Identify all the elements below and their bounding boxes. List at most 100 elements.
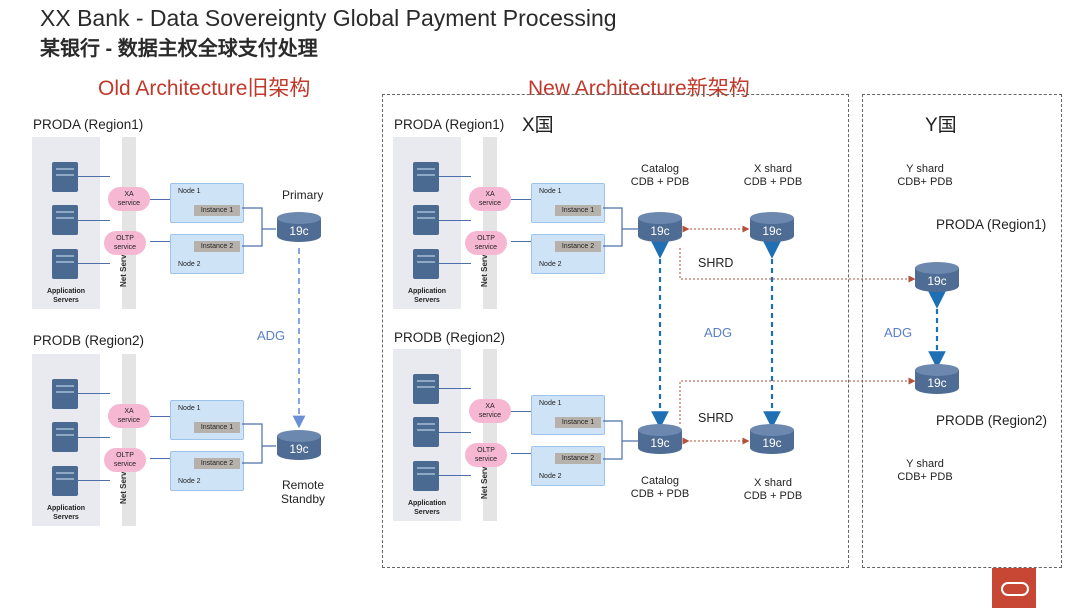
server-icon bbox=[52, 249, 78, 279]
app-servers-label: Application Servers bbox=[407, 288, 447, 304]
connector bbox=[78, 437, 110, 438]
oltp-service-cloud: OLTP service bbox=[465, 443, 507, 467]
xa-service-cloud: XA service bbox=[469, 399, 511, 423]
xa-service-cloud: XA service bbox=[108, 404, 150, 428]
old-primary-db: 19c bbox=[277, 212, 321, 246]
node-1 bbox=[531, 395, 605, 435]
old-prodb-label: PRODB (Region2) bbox=[33, 333, 145, 348]
node-1 bbox=[170, 183, 244, 223]
net-service-column bbox=[483, 137, 497, 309]
server-icon bbox=[413, 162, 439, 192]
connector bbox=[511, 241, 531, 242]
new-proda-label: PRODA (Region1) bbox=[394, 117, 505, 132]
country-y-box bbox=[862, 94, 1062, 568]
server-icon bbox=[52, 466, 78, 496]
app-servers-label: Application Servers bbox=[46, 288, 86, 304]
old-architecture-title: Old Architecture旧架构 bbox=[98, 77, 311, 100]
y-shard-label-bottom: Y shard CDB+ PDB bbox=[897, 458, 953, 483]
x-shard-db-proda: 19c bbox=[750, 212, 794, 246]
node-2-label: Node 2 bbox=[539, 473, 562, 480]
server-icon bbox=[52, 422, 78, 452]
old-standby-db: 19c bbox=[277, 430, 321, 464]
node-1-label: Node 1 bbox=[539, 400, 562, 407]
instance-1: Instance 1 bbox=[194, 205, 240, 216]
node-2-label: Node 2 bbox=[178, 261, 201, 268]
connector bbox=[78, 393, 110, 394]
server-icon bbox=[52, 162, 78, 192]
shrd-label-top: SHRD bbox=[698, 256, 734, 270]
x-shard-label-bottom: X shard CDB + PDB bbox=[743, 477, 803, 502]
node-1-label: Node 1 bbox=[178, 405, 201, 412]
connector bbox=[150, 241, 170, 242]
net-service-column bbox=[483, 349, 497, 521]
country-y-label: Y国 bbox=[925, 115, 957, 136]
connector bbox=[439, 263, 471, 264]
connector bbox=[150, 416, 170, 417]
connector bbox=[439, 475, 471, 476]
node-1-label: Node 1 bbox=[178, 188, 201, 195]
oracle-logo bbox=[992, 568, 1036, 608]
app-servers-label: Application Servers bbox=[46, 505, 86, 521]
country-x-box bbox=[382, 94, 849, 568]
new-prodb-label: PRODB (Region2) bbox=[394, 330, 506, 345]
shrd-label-bottom: SHRD bbox=[698, 411, 734, 425]
server-icon bbox=[52, 205, 78, 235]
oltp-service-cloud: OLTP service bbox=[104, 231, 146, 255]
x-shard-db-prodb: 19c bbox=[750, 424, 794, 458]
node-1 bbox=[170, 400, 244, 440]
old-proda-label: PRODA (Region1) bbox=[33, 117, 144, 132]
remote-standby-label: Remote Standby bbox=[280, 478, 326, 506]
instance-2: Instance 2 bbox=[555, 241, 601, 252]
instance-2: Instance 2 bbox=[194, 241, 240, 252]
cluster-panel-new-prodb: Application Servers Net Service XA servi… bbox=[393, 349, 615, 521]
connector bbox=[511, 199, 531, 200]
server-icon bbox=[413, 205, 439, 235]
server-icon bbox=[413, 417, 439, 447]
xa-service-cloud: XA service bbox=[469, 187, 511, 211]
cluster-panel-new-proda: Application Servers Net Service XA servi… bbox=[393, 137, 615, 309]
xa-service-cloud: XA service bbox=[108, 187, 150, 211]
instance-2: Instance 2 bbox=[194, 458, 240, 469]
instance-1: Instance 1 bbox=[555, 205, 601, 216]
connector bbox=[78, 176, 110, 177]
node-2 bbox=[531, 446, 605, 486]
oltp-service-cloud: OLTP service bbox=[465, 231, 507, 255]
app-servers-label: Application Servers bbox=[407, 500, 447, 516]
y-prodb-label: PRODB (Region2) bbox=[936, 413, 1048, 428]
connector bbox=[511, 453, 531, 454]
x-adg-label: ADG bbox=[704, 325, 733, 340]
node-2 bbox=[170, 234, 244, 274]
y-shard-db-prodb: 19c bbox=[915, 364, 959, 398]
connector bbox=[439, 220, 471, 221]
node-2-label: Node 2 bbox=[178, 478, 201, 485]
node-2 bbox=[531, 234, 605, 274]
country-x-label: X国 bbox=[522, 115, 554, 136]
node-1-label: Node 1 bbox=[539, 188, 562, 195]
net-service-column bbox=[122, 137, 136, 309]
connector bbox=[511, 411, 531, 412]
instance-2: Instance 2 bbox=[555, 453, 601, 464]
slide-title: XX Bank - Data Sovereignty Global Paymen… bbox=[40, 5, 617, 31]
cluster-panel-old-prodb: Application Servers Net Service XA servi… bbox=[32, 354, 254, 526]
slide-subtitle: 某银行 - 数据主权全球支付处理 bbox=[40, 38, 318, 60]
connector bbox=[150, 458, 170, 459]
instance-1: Instance 1 bbox=[555, 417, 601, 428]
y-shard-label-top: Y shard CDB+ PDB bbox=[897, 163, 953, 188]
connector bbox=[439, 176, 471, 177]
y-shard-db-proda: 19c bbox=[915, 262, 959, 296]
server-icon bbox=[413, 374, 439, 404]
oltp-service-cloud: OLTP service bbox=[104, 448, 146, 472]
y-proda-label: PRODA (Region1) bbox=[936, 217, 1047, 232]
connector bbox=[78, 480, 110, 481]
connector bbox=[78, 220, 110, 221]
server-icon bbox=[413, 461, 439, 491]
catalog-label-top: Catalog CDB + PDB bbox=[630, 163, 690, 188]
x-catalog-db-proda: 19c bbox=[638, 212, 682, 246]
primary-label: Primary bbox=[282, 188, 324, 202]
old-adg-label: ADG bbox=[257, 328, 286, 343]
node-2-label: Node 2 bbox=[539, 261, 562, 268]
x-catalog-db-prodb: 19c bbox=[638, 424, 682, 458]
node-2 bbox=[170, 451, 244, 491]
instance-1: Instance 1 bbox=[194, 422, 240, 433]
connector bbox=[439, 388, 471, 389]
